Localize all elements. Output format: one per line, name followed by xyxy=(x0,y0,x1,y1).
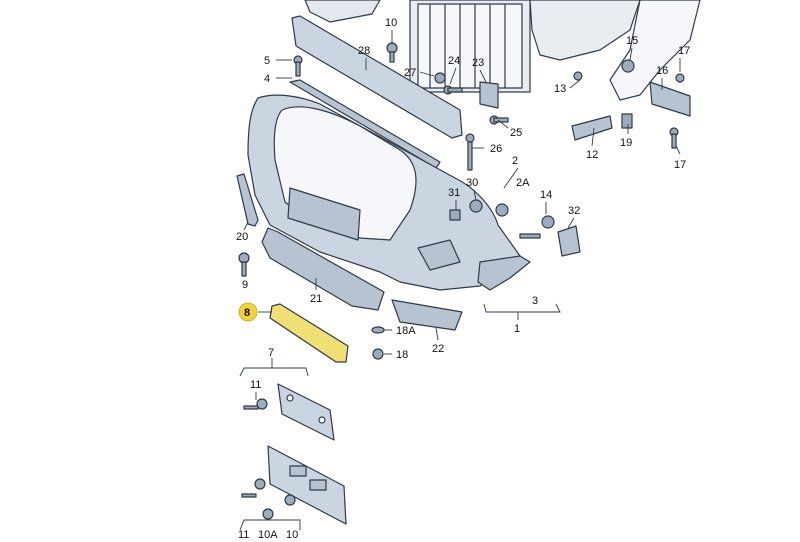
bracket-hole xyxy=(286,394,294,402)
callout-c-7: 7 xyxy=(268,347,274,359)
highlight-badge xyxy=(238,302,258,322)
callout-c-2: 2 xyxy=(512,155,518,167)
callout-c-11-bot: 11 xyxy=(238,529,249,541)
holder-slot xyxy=(309,479,327,491)
callout-c-10-top: 10 xyxy=(385,17,397,29)
bracket-hole xyxy=(318,416,326,424)
fog-lamp-opening xyxy=(417,239,461,271)
top-grille-section xyxy=(304,0,381,23)
callout-c-17-top: 17 xyxy=(678,45,690,57)
callout-c-15: 15 xyxy=(626,35,638,47)
callout-c-23: 23 xyxy=(472,57,484,69)
callout-c-4: 4 xyxy=(264,73,270,85)
callout-c-10-bot: 10 xyxy=(286,529,298,541)
part-8-highlighted xyxy=(269,303,349,363)
part-28-upper-trim xyxy=(291,15,463,139)
callout-c-18: 18 xyxy=(396,349,408,361)
callout-c-8: 8 xyxy=(244,307,250,319)
callout-c-12: 12 xyxy=(586,149,598,161)
callout-c-22: 22 xyxy=(432,343,444,355)
leader-lines xyxy=(239,30,681,531)
part-20-side-grille xyxy=(236,173,259,227)
callout-c-19: 19 xyxy=(620,137,632,149)
callout-c-1: 1 xyxy=(514,323,520,335)
callout-c-31: 31 xyxy=(448,187,460,199)
callout-c-14: 14 xyxy=(540,189,552,201)
callout-c-25: 25 xyxy=(510,127,522,139)
part-12-bracket xyxy=(571,115,613,141)
fender-edge xyxy=(609,0,701,101)
holder-slot xyxy=(289,465,307,477)
part-23-bracket xyxy=(479,81,499,109)
callout-c-21: 21 xyxy=(310,293,322,305)
part-7-plate-bracket xyxy=(277,383,335,441)
fasteners xyxy=(238,42,685,520)
callout-c-13: 13 xyxy=(554,83,566,95)
headlamp-carrier xyxy=(529,0,641,61)
callout-labels: 10 28 5 4 27 24 23 25 26 2 2A 30 31 14 3… xyxy=(236,17,690,541)
callout-c-30: 30 xyxy=(466,177,478,189)
callout-c-2a: 2A xyxy=(516,177,530,189)
callout-c-9: 9 xyxy=(242,279,248,291)
callout-c-11-top: 11 xyxy=(250,379,261,391)
license-recess xyxy=(287,187,361,241)
callout-c-27: 27 xyxy=(404,67,416,79)
plate-holder xyxy=(267,445,347,525)
callout-c-10a: 10A xyxy=(258,529,278,541)
part-16-bracket xyxy=(649,81,691,117)
callout-c-3: 3 xyxy=(532,295,538,307)
callout-c-20: 20 xyxy=(236,231,248,243)
radiator-frame xyxy=(409,0,531,93)
callout-c-16: 16 xyxy=(656,65,668,77)
callout-c-28: 28 xyxy=(358,45,370,57)
part-22-side-grille xyxy=(391,299,463,331)
callout-c-32: 32 xyxy=(568,205,580,217)
part-32-clip-bracket xyxy=(557,225,581,257)
callout-c-24: 24 xyxy=(448,55,460,67)
callout-c-17-mid: 17 xyxy=(674,159,686,171)
part-3-side-extension xyxy=(477,255,531,291)
callout-c-26: 26 xyxy=(490,143,502,155)
callout-c-5: 5 xyxy=(264,55,270,67)
callout-c-18a: 18A xyxy=(396,325,416,337)
part-21-lower-grille xyxy=(261,227,385,311)
part-4-strip xyxy=(289,79,441,169)
